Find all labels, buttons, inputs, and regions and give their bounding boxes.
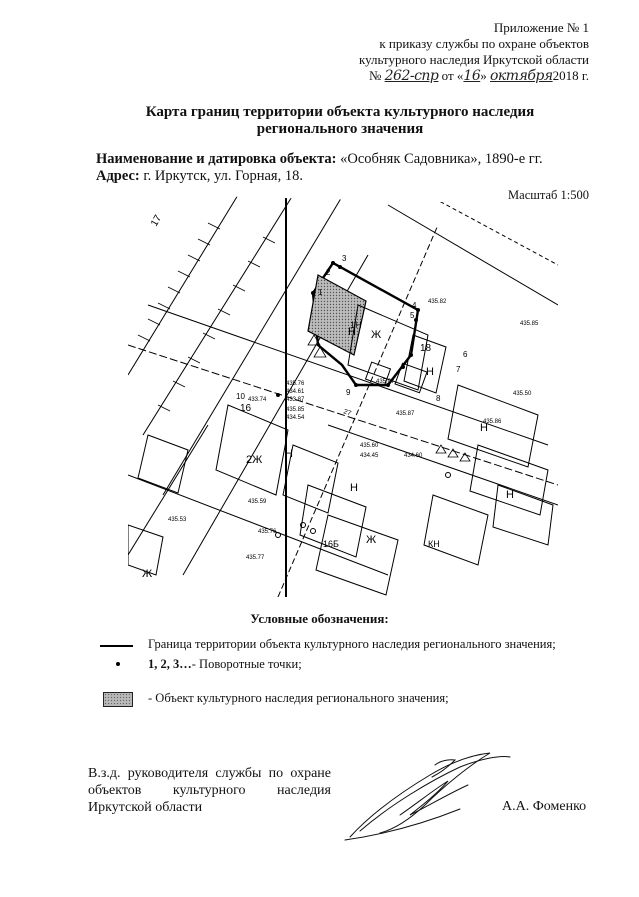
cadastral-map: 1 2 3 4 5 6 7 8 9 10 Н Н Н Н Н Н Ж Ж Ж 2… xyxy=(128,195,558,597)
point-label-9: 9 xyxy=(346,388,351,397)
elevation-10: 433.74 xyxy=(248,397,267,403)
point-label-6: 6 xyxy=(463,350,468,359)
elevation-9: 435.86 xyxy=(483,419,502,425)
order-date-prefix: от « xyxy=(441,68,464,83)
legend-turning-points-text: - Поворотные точки; xyxy=(191,657,302,671)
elevation-8: 434.54 xyxy=(286,415,305,421)
legend-heritage-object-symbol xyxy=(103,692,133,707)
bldg-mark-n3: Н xyxy=(285,448,293,460)
legend-boundary-line-symbol xyxy=(100,645,133,647)
annex-line-3: культурного наследия Иркутской области xyxy=(358,52,589,67)
bldg-mark-kn: КН xyxy=(428,539,440,549)
elevation-15: 434.60 xyxy=(404,453,423,459)
bldg-mark-16b: 16Б xyxy=(323,539,339,549)
object-name-value: «Особняк Садовника», 1890-е гг. xyxy=(336,151,543,167)
elevation-4: 435.76 xyxy=(286,381,305,387)
object-address-value: г. Иркутск, ул. Горная, 18. xyxy=(139,168,303,184)
legend-heritage-object-text: - Объект культурного наследия региональн… xyxy=(148,691,449,705)
signatory-position: В.з.д. руководителя службы по охране объ… xyxy=(88,766,331,815)
bldg-mark-2zh: 2Ж xyxy=(246,454,262,466)
map-scale: Масштаб 1:500 xyxy=(508,188,589,202)
elevation-1: 435.82 xyxy=(428,299,447,305)
object-name-line: Наименование и датировка объекта: «Особн… xyxy=(96,151,543,168)
legend-turning-points: 1, 2, 3…- Поворотные точки; xyxy=(148,657,302,672)
elevation-17: 435.77 xyxy=(246,555,265,561)
bldg-mark-n4: Н xyxy=(350,482,358,494)
elevation-3: 435.50 xyxy=(513,391,532,397)
elevation-18: 435.76 xyxy=(258,529,277,535)
point-label-2: 2 xyxy=(326,268,331,277)
legend-turning-points-numbers: 1, 2, 3… xyxy=(148,657,192,671)
point-label-1: 1 xyxy=(318,288,323,297)
lot-number-17: 17 xyxy=(149,213,164,229)
elevation-6: 433.87 xyxy=(286,397,305,403)
point-label-8: 8 xyxy=(436,394,441,403)
legend-turning-point-symbol xyxy=(116,662,120,666)
bldg-mark-zh1: Ж xyxy=(371,329,381,341)
bldg-mark-1n: 1Н xyxy=(350,320,362,330)
object-name-label: Наименование и датировка объекта: xyxy=(96,151,337,167)
elevation-19: 435.53 xyxy=(168,517,187,523)
bldg-mark-n5: Н xyxy=(506,489,514,501)
order-month-handwritten: октября xyxy=(490,68,553,84)
elevation-12: 435.87 xyxy=(396,411,415,417)
lot-number-27: 27 xyxy=(342,408,352,417)
title-line-1: Карта границ территории объекта культурн… xyxy=(145,104,535,120)
order-year: 2018 г. xyxy=(552,68,589,83)
order-day-handwritten: 16 xyxy=(463,68,481,84)
bldg-mark-zh2: Ж xyxy=(366,534,376,546)
handwritten-signature xyxy=(344,752,511,841)
point-label-7: 7 xyxy=(456,365,461,374)
bldg-mark-n2: Н xyxy=(426,366,434,378)
elevation-5: 434.61 xyxy=(286,389,305,395)
legend-boundary-text: Граница территории объекта культурного н… xyxy=(148,637,556,651)
elevation-7: 435.85 xyxy=(286,407,305,413)
document-title: Карта границ территории объекта культурн… xyxy=(130,104,550,138)
order-number-handwritten: 262-спр xyxy=(384,68,439,84)
signatory-name: А.А. Фоменко xyxy=(502,799,587,814)
legend-title: Условные обозначения: xyxy=(250,611,389,626)
point-label-4: 4 xyxy=(412,301,417,310)
annex-number-line: № 262-спр от «16» октября2018 г. xyxy=(289,68,589,84)
point-label-10: 10 xyxy=(236,392,245,401)
elevation-13: 435.60 xyxy=(360,443,379,449)
annex-line-2: к приказу службы по охране объектов xyxy=(379,36,589,51)
elevation-16: 435.59 xyxy=(248,499,267,505)
lot-number-16: 16 xyxy=(240,403,252,414)
order-date-quote: » xyxy=(480,68,487,83)
title-line-2: регионального значения xyxy=(256,121,424,137)
elevation-14: 434.45 xyxy=(360,453,379,459)
object-address-label: Адрес: xyxy=(96,168,140,184)
elevation-11: 435.07 xyxy=(376,379,395,385)
point-label-3: 3 xyxy=(342,254,347,263)
elevation-2: 435.85 xyxy=(520,321,539,327)
bldg-mark-zh3: Ж xyxy=(142,568,152,580)
lot-number-18: 18 xyxy=(420,343,432,354)
bldg-mark-n1: Н xyxy=(348,326,356,338)
order-number-prefix: № xyxy=(368,68,382,83)
point-label-5: 5 xyxy=(410,311,415,320)
annex-line-1: Приложение № 1 xyxy=(493,20,589,35)
annex-header: Приложение № 1 к приказу службы по охран… xyxy=(289,20,589,84)
object-address-line: Адрес: г. Иркутск, ул. Горная, 18. xyxy=(96,168,303,185)
bldg-mark-n6: Н xyxy=(480,422,488,434)
